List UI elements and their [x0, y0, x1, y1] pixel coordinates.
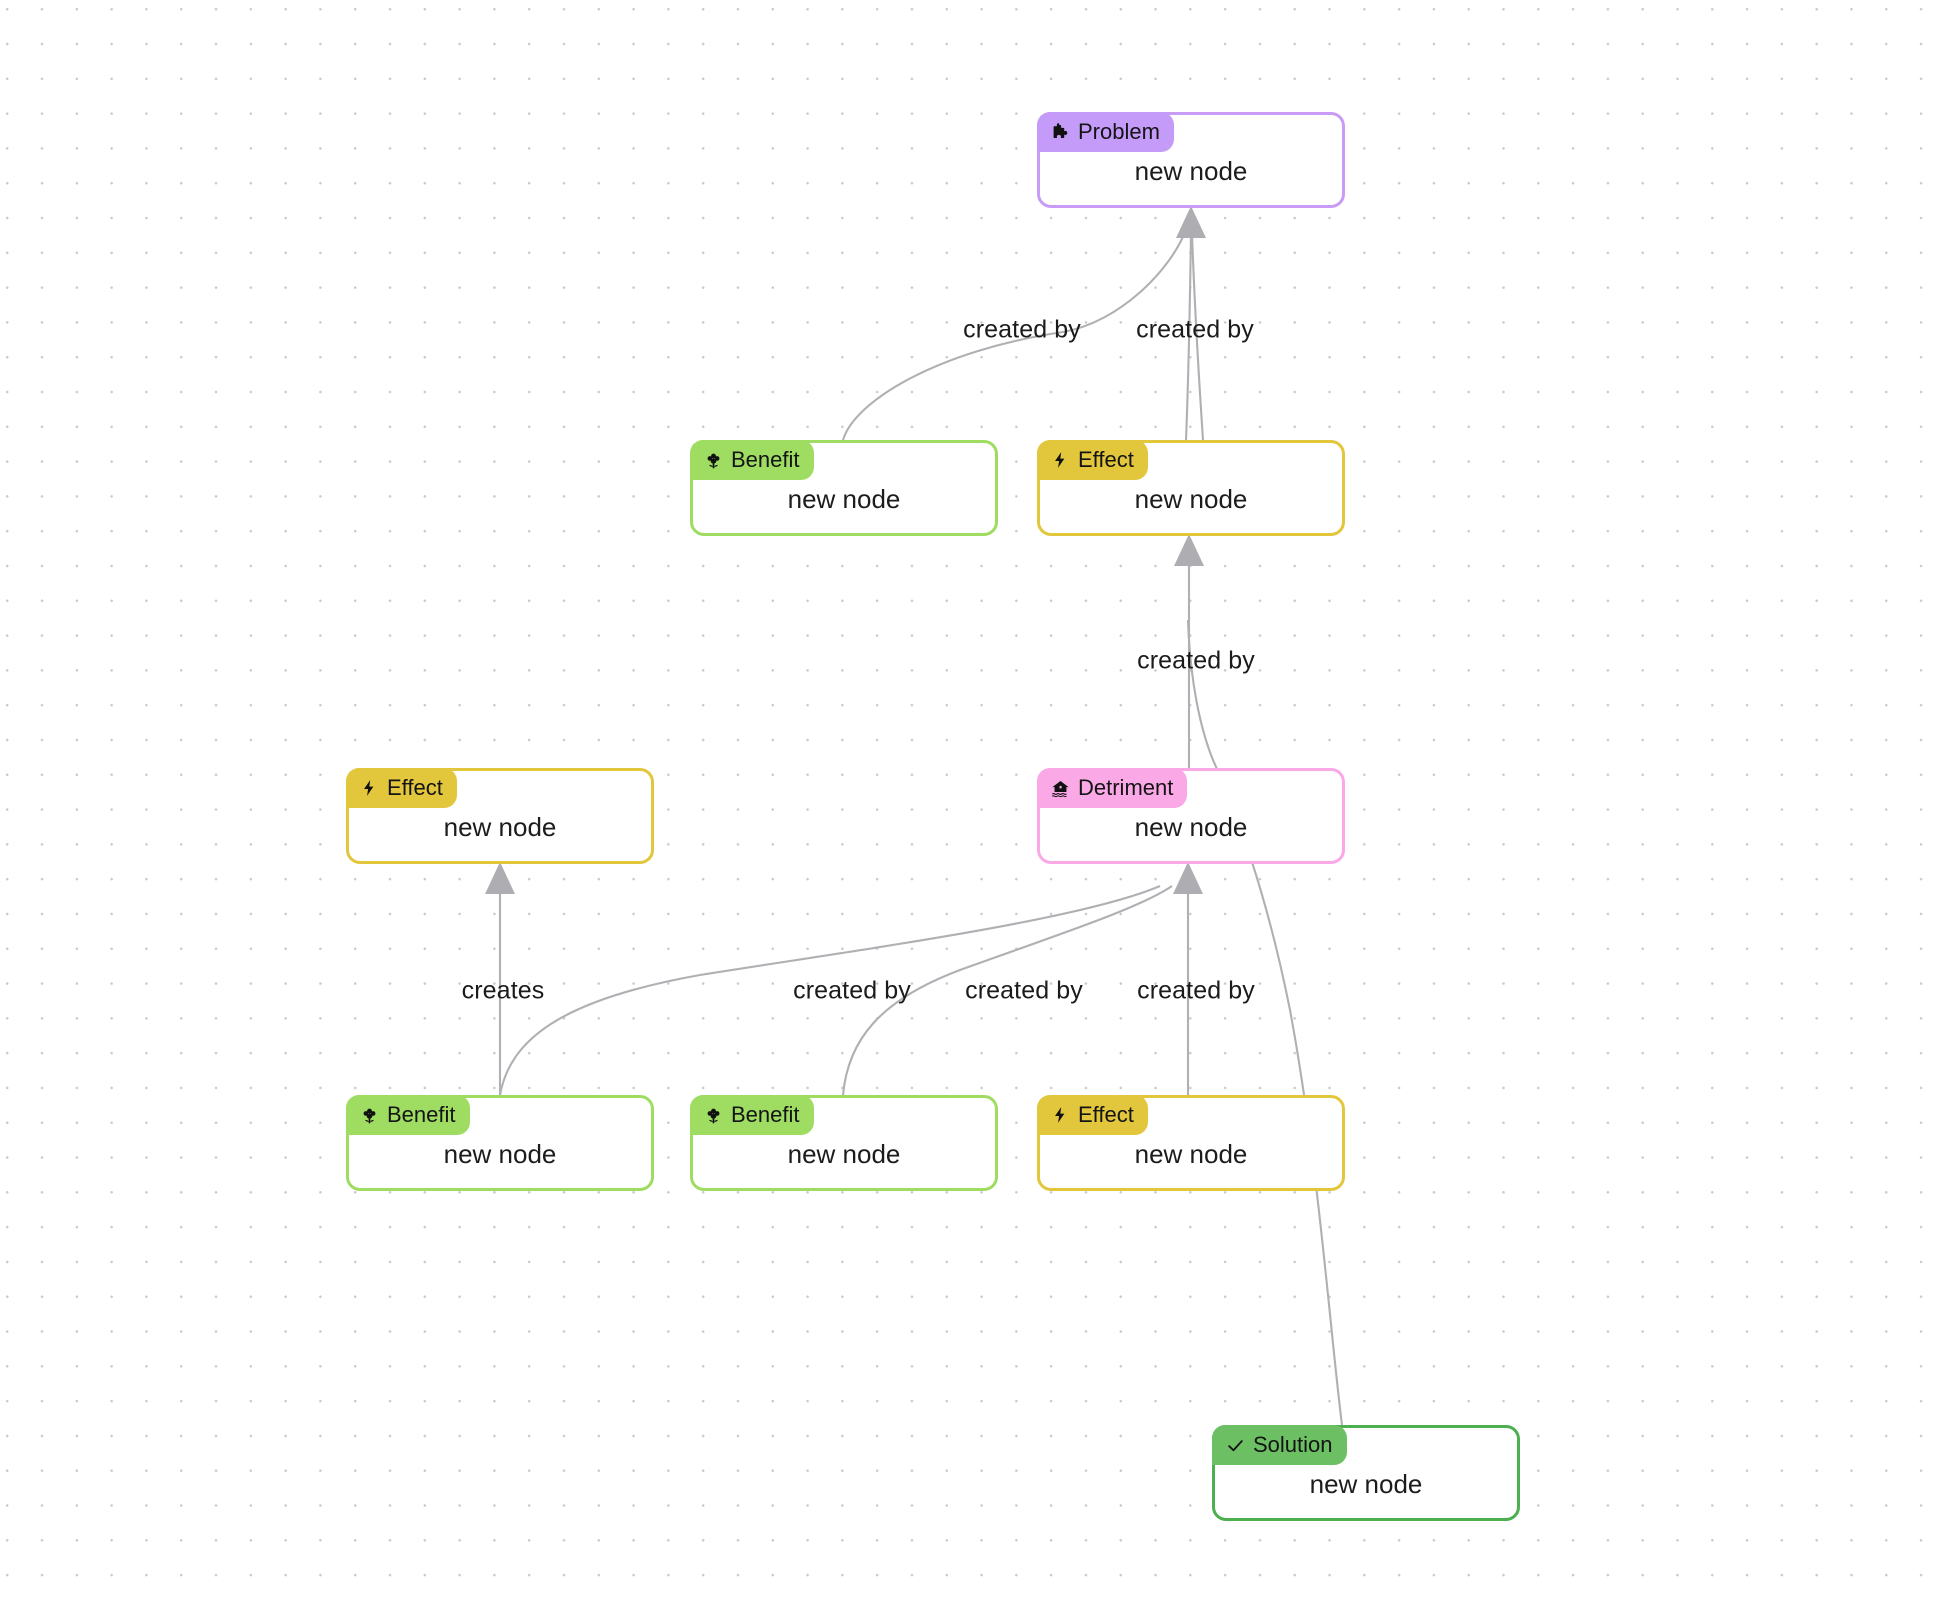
node-body: new node [693, 1098, 995, 1188]
node-body: new node [1040, 1098, 1342, 1188]
node-type-badge[interactable]: Solution [1212, 1425, 1347, 1465]
node-type-badge[interactable]: Benefit [690, 1095, 814, 1135]
check-icon [1225, 1435, 1245, 1455]
node-title[interactable]: new node [787, 483, 901, 514]
flower-icon [703, 450, 723, 470]
node-body: new node [693, 443, 995, 533]
node-type-label: Effect [1078, 447, 1134, 472]
node-solution-n9[interactable]: new node Solution [1212, 1425, 1520, 1521]
node-title[interactable]: new node [443, 811, 557, 842]
node-type-label: Effect [1078, 1102, 1134, 1127]
node-body: new node [1040, 443, 1342, 533]
lightning-bolt-icon [1050, 1105, 1070, 1125]
node-type-badge[interactable]: Effect [346, 768, 457, 808]
edge-label-e3[interactable]: created by [1137, 646, 1255, 675]
node-title[interactable]: new node [1134, 483, 1248, 514]
node-detriment-n5[interactable]: new node Detriment [1037, 768, 1345, 864]
node-type-badge[interactable]: Effect [1037, 440, 1148, 480]
node-type-badge[interactable]: Detriment [1037, 768, 1188, 808]
edge-label-e5[interactable]: created by [793, 976, 911, 1005]
node-title[interactable]: new node [787, 1138, 901, 1169]
node-type-label: Problem [1078, 119, 1160, 144]
edge-label-e2[interactable]: created by [1136, 315, 1254, 344]
node-benefit-n6[interactable]: new node Benefit [346, 1095, 654, 1191]
node-body: new node [349, 771, 651, 861]
node-type-label: Solution [1253, 1432, 1333, 1457]
node-type-badge[interactable]: Effect [1037, 1095, 1148, 1135]
node-problem-n1[interactable]: new node Problem [1037, 112, 1345, 208]
node-title[interactable]: new node [1309, 1468, 1423, 1499]
node-benefit-n2[interactable]: new node Benefit [690, 440, 998, 536]
flower-icon [703, 1105, 723, 1125]
node-title[interactable]: new node [1134, 1138, 1248, 1169]
flooded-house-icon [1050, 778, 1070, 798]
edge-label-e1[interactable]: created by [963, 315, 1081, 344]
node-type-label: Benefit [387, 1102, 456, 1127]
node-type-badge[interactable]: Problem [1037, 112, 1174, 152]
flower-icon [359, 1105, 379, 1125]
node-body: new node [349, 1098, 651, 1188]
node-body: new node [1040, 115, 1342, 205]
lightning-bolt-icon [1050, 450, 1070, 470]
edge-label-e6[interactable]: created by [965, 976, 1083, 1005]
edge-label-e4[interactable]: creates [461, 976, 545, 1005]
edge-arrowhead-effect-left [485, 862, 515, 894]
node-type-label: Benefit [731, 447, 800, 472]
edge-arrowhead-problem [1176, 206, 1206, 238]
node-type-badge[interactable]: Benefit [690, 440, 814, 480]
node-benefit-n7[interactable]: new node Benefit [690, 1095, 998, 1191]
edge-path-e8 [1186, 619, 1344, 1426]
node-body: new node [1215, 1428, 1517, 1518]
node-title[interactable]: new node [1134, 155, 1248, 186]
node-type-badge[interactable]: Benefit [346, 1095, 470, 1135]
edge-arrowhead-detriment [1173, 862, 1203, 894]
node-type-label: Effect [387, 775, 443, 800]
node-body: new node [1040, 771, 1342, 861]
lightning-bolt-icon [359, 778, 379, 798]
puzzle-piece-icon [1050, 122, 1070, 142]
node-title[interactable]: new node [443, 1138, 557, 1169]
edge-arrowhead-effect-mid [1174, 534, 1204, 566]
node-type-label: Benefit [731, 1102, 800, 1127]
node-type-label: Detriment [1078, 775, 1174, 800]
node-title[interactable]: new node [1134, 811, 1248, 842]
edge-label-e7[interactable]: created by [1137, 976, 1255, 1005]
